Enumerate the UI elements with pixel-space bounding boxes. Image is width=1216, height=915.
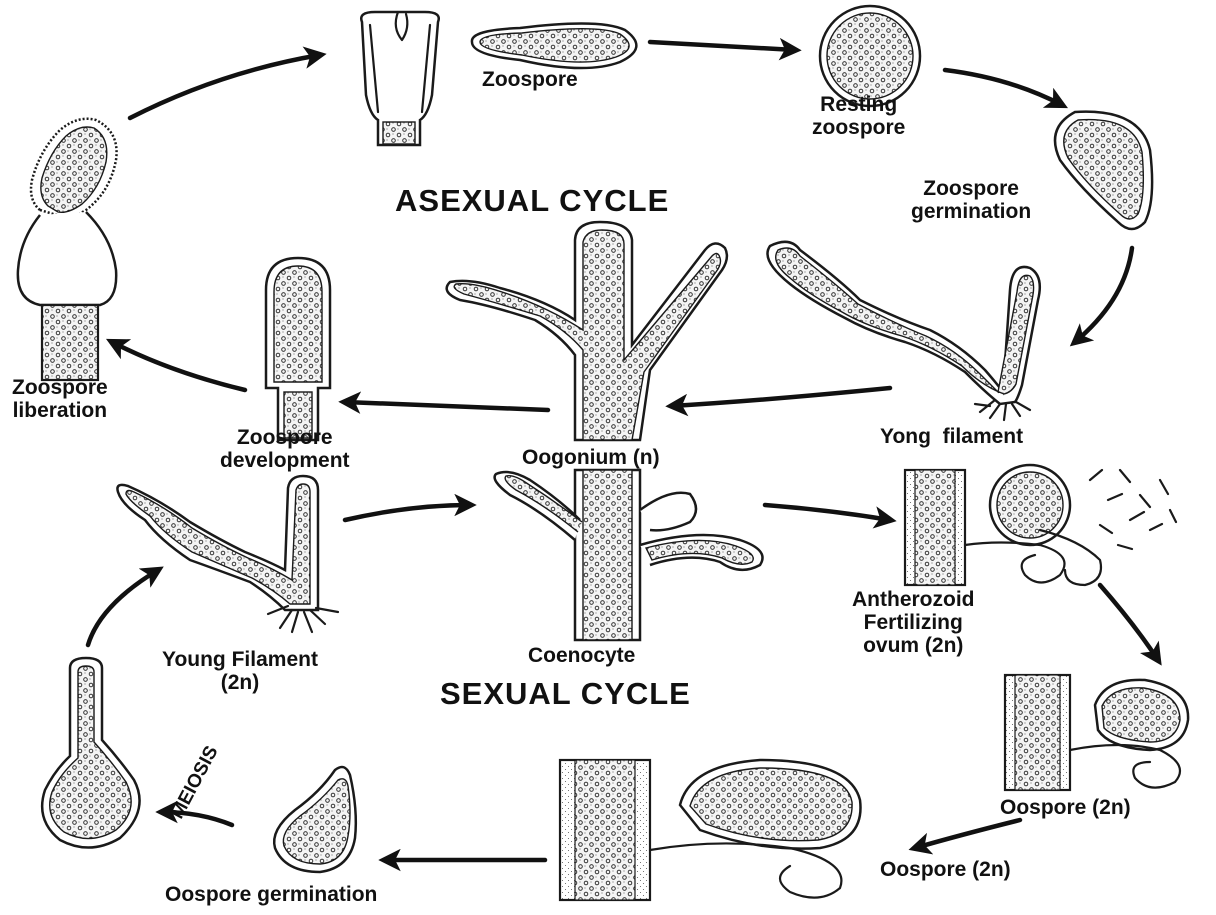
arrow-oogonium-to-development (345, 402, 548, 410)
label-young-filament: Young Filament (2n) (162, 648, 318, 694)
oospore-germination-drawing (274, 767, 356, 872)
arrow-zygote-to-young-filament (88, 570, 158, 645)
arrow-liberation-to-sporangium (130, 55, 320, 118)
empty-sporangium-drawing (361, 12, 439, 145)
arrow-resting-to-germination (945, 70, 1062, 105)
label-resting-zoospore: Resting zoospore (812, 93, 905, 139)
arrow-coenocyte-to-antherozoid (765, 505, 890, 520)
label-zoospore-germination: Zoospore germination (911, 177, 1031, 223)
zoospore-germination-drawing (1055, 112, 1152, 229)
label-oogonium: Oogonium (n) (522, 446, 660, 469)
arrow-young-filament-to-coenocyte (345, 505, 470, 520)
young-filament-asexual-drawing (768, 242, 1040, 420)
oospore-right-drawing (1005, 675, 1188, 790)
arrow-oospore-right-to-bottom (915, 820, 1020, 848)
sexual-cycle-title: SEXUAL CYCLE (440, 676, 691, 712)
label-zoospore-development: Zoospore development (220, 426, 350, 472)
germinating-zygote-drawing (42, 658, 139, 848)
label-oospore-bottom: Oospore (2n) (880, 858, 1011, 881)
asexual-cycle-title: ASEXUAL CYCLE (395, 183, 669, 219)
zoospore-drawing (472, 23, 636, 68)
arrow-zoospore-to-resting (650, 42, 795, 50)
label-zoospore: Zoospore (482, 68, 578, 91)
zoospore-development-drawing (266, 258, 330, 440)
antherozoid-fertilizing-drawing (905, 465, 1176, 585)
label-coenocyte: Coenocyte (528, 644, 635, 667)
label-oospore-germination: Oospore germination (165, 883, 377, 906)
label-oospore-right: Oospore (2n) (1000, 796, 1131, 819)
arrow-development-to-liberation (112, 342, 245, 390)
young-filament-sexual-drawing (117, 476, 338, 632)
arrow-germination-to-filament (1075, 248, 1132, 342)
resting-zoospore-drawing (820, 6, 920, 106)
antherozoids (1090, 470, 1176, 549)
label-yong-filament: Yong filament (880, 425, 1023, 448)
zoospore-liberation-drawing (18, 119, 117, 380)
coenocyte-drawing (495, 470, 763, 640)
label-antherozoid-fertilizing-ovum: Antherozoid Fertilizing ovum (2n) (852, 588, 974, 657)
arrow-filament-to-oogonium (672, 388, 890, 406)
label-zoospore-liberation: Zoospore liberation (12, 376, 108, 422)
arrow-antherozoid-to-oospore (1100, 585, 1158, 660)
oospore-bottom-drawing (560, 760, 861, 900)
